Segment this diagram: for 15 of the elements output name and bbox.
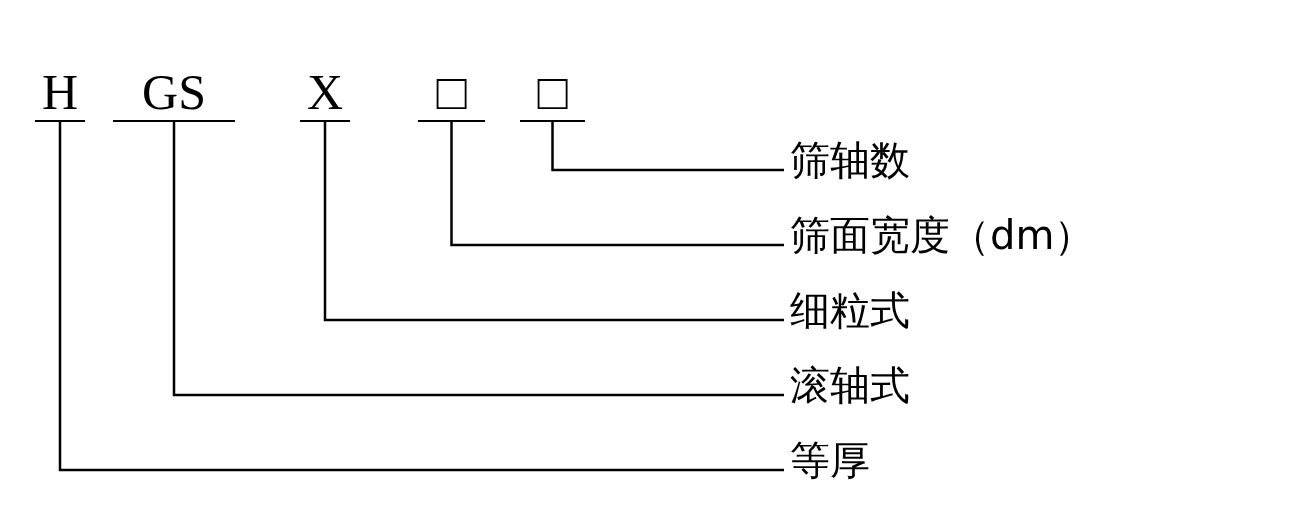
designation-label: 筛面宽度（dm） <box>790 210 1095 260</box>
designation-label: 等厚 <box>790 435 870 485</box>
code-segment: H <box>35 64 85 122</box>
leader-line <box>172 122 784 397</box>
leader-line <box>450 122 784 247</box>
designation-label: 筛轴数 <box>790 135 910 185</box>
designation-label: 滚轴式 <box>790 360 910 410</box>
designation-label: 细粒式 <box>790 285 910 335</box>
leader-line <box>323 122 784 322</box>
code-segment: GS <box>113 64 235 122</box>
code-segment: □ <box>418 64 485 122</box>
code-segment: □ <box>520 64 585 122</box>
code-segment: X <box>300 64 350 122</box>
leader-line <box>551 122 784 172</box>
leader-line <box>58 122 784 472</box>
